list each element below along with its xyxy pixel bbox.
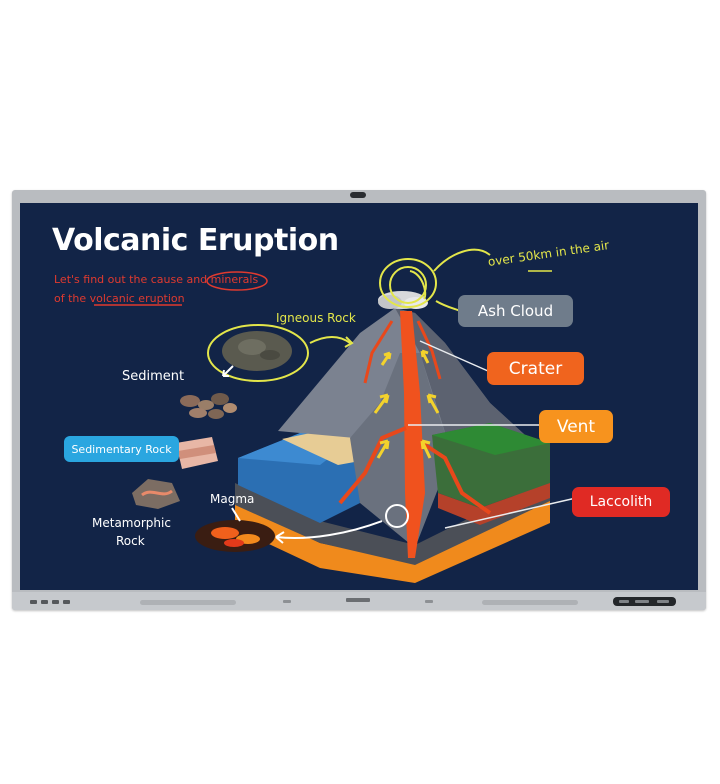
page-title: Volcanic Eruption xyxy=(52,223,339,258)
volume-button[interactable] xyxy=(52,600,59,604)
forest-strata xyxy=(438,483,550,525)
lava-branch-left xyxy=(338,426,407,505)
subtitle-line-1: Let's find out the cause and minerals xyxy=(54,273,259,286)
sedimentary-rock-illustration xyxy=(176,437,218,469)
sediment-illustration xyxy=(180,393,237,419)
input-button[interactable] xyxy=(63,600,70,604)
speaker-grille-right xyxy=(482,600,578,605)
ash-cloud-pill[interactable]: Ash Cloud xyxy=(458,295,573,327)
subtitle-line-2: of the volcanic eruption xyxy=(54,292,185,305)
indicator-right xyxy=(425,600,433,603)
crater-pill[interactable]: Crater xyxy=(487,352,584,385)
speaker-grille-left xyxy=(140,600,236,605)
metamorphic-rock-label-2: Rock xyxy=(116,534,145,548)
laccolith-pill[interactable]: Laccolith xyxy=(572,487,670,517)
flow-arrows xyxy=(373,349,440,459)
volcano-cut xyxy=(350,353,452,548)
subtitle-markup xyxy=(94,271,268,306)
sedimentary-rock-pill[interactable]: Sedimentary Rock xyxy=(64,436,179,462)
forest-top xyxy=(432,423,550,455)
igneous-rock-label: Igneous Rock xyxy=(276,311,356,325)
camera-icon xyxy=(350,192,366,198)
magma-pool-illustration xyxy=(195,504,409,552)
brand-logo xyxy=(346,598,370,602)
menu-button[interactable] xyxy=(41,600,48,604)
metamorphic-rock-label-1: Metamorphic xyxy=(92,516,171,530)
port-panel[interactable] xyxy=(613,597,676,606)
metamorphic-rock-illustration xyxy=(132,479,180,509)
magma-layer xyxy=(235,498,550,583)
lava-flow-right xyxy=(416,320,442,380)
lava-vent xyxy=(400,311,425,558)
ash-loops xyxy=(379,248,491,314)
lava-branch-right xyxy=(420,441,492,515)
volcano-illustration xyxy=(94,248,577,583)
beach xyxy=(282,431,360,465)
leader-lines xyxy=(408,340,577,529)
indicator-left xyxy=(283,600,291,603)
igneous-rock-illustration xyxy=(207,324,354,382)
vent-pill[interactable]: Vent xyxy=(539,410,613,443)
power-button[interactable] xyxy=(30,600,37,604)
sediment-label: Sediment xyxy=(122,369,185,384)
lava-flow-left xyxy=(363,320,394,384)
display-screen: Volcanic Eruption Let's find out the cau… xyxy=(20,203,698,590)
magma-label: Magma xyxy=(210,492,255,506)
